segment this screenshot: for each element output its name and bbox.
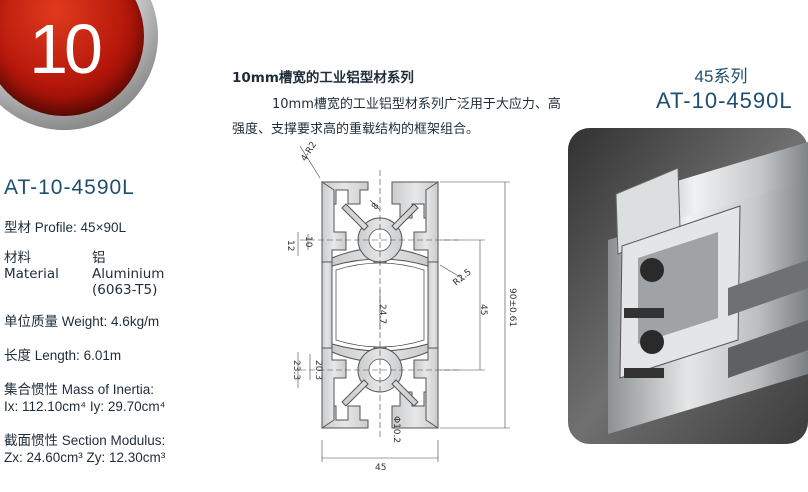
dim-23-3: 23.3 [291, 360, 301, 380]
dim-45-horizontal: 45 [375, 463, 386, 473]
dim-10-2: Φ10.2 [391, 416, 401, 443]
model-header: AT-10-4590L [656, 88, 793, 113]
inertia-label: 集合惯性 Mass of Inertia: [4, 382, 155, 397]
product-model: AT-10-4590L [4, 176, 135, 199]
dimension-lines [297, 145, 510, 462]
spec-weight: 单位质量 Weight: 4.6kg/m [4, 313, 159, 330]
dim-12: 12 [285, 240, 295, 251]
spec-length: 长度 Length: 6.01m [4, 347, 121, 364]
spec-profile: 型材 Profile: 45×90L [4, 219, 126, 236]
material-cn: 铝 [92, 250, 106, 266]
dim-45-vertical: 45 [478, 304, 488, 315]
weight-value: 4.6kg/m [111, 314, 160, 329]
badge-number: 10 [29, 10, 103, 88]
dim-r25: R2.5 [452, 267, 474, 288]
weight-label: 单位质量 Weight: [4, 314, 108, 329]
modulus-values: Zx: 24.60cm³ Zy: 12.30cm³ [4, 450, 166, 465]
dim-8: 8 [370, 201, 382, 212]
series-badge: 10 [0, 0, 158, 130]
dim-90: 90±0.61 [507, 288, 517, 327]
spec-inertia: 集合惯性 Mass of Inertia: Ix: 112.10cm⁴ Iy: … [4, 381, 165, 415]
dim-10: 10 [303, 236, 313, 248]
dim-r2: 4-R2 [300, 140, 320, 163]
badge-red-disc: 10 [0, 0, 144, 116]
material-en: Aluminium [92, 266, 165, 282]
material-grade: (6063-T5) [92, 282, 158, 298]
profile-photo [568, 128, 808, 444]
profile-label: 型材 Profile: [4, 220, 77, 235]
dim-24-7: 24.7 [377, 304, 387, 324]
series-title: 10mm槽宽的工业铝型材系列 [232, 70, 414, 86]
profile-cross-section-drawing: 4-R2 8 12 10 R2.5 24.7 45 90±0.61 20.3 2… [285, 140, 517, 473]
material-labels: 材料 Material [4, 250, 59, 282]
series-description: 10mm槽宽的工业铝型材系列广泛用于大应力、高强度、支撑要求高的重载结构的框架组… [232, 97, 561, 137]
length-label: 长度 Length: [4, 348, 80, 363]
series-label: 45系列 [694, 67, 748, 86]
dim-20-3: 20.3 [313, 360, 323, 380]
spec-modulus: 截面惯性 Section Modulus: Zx: 24.60cm³ Zy: 1… [4, 432, 165, 466]
profile-value: 45×90L [80, 220, 126, 235]
material-label-en: Material [4, 266, 59, 282]
inertia-values: Ix: 112.10cm⁴ Iy: 29.70cm⁴ [4, 399, 166, 414]
length-value: 6.01m [83, 348, 122, 363]
material-values: 铝 Aluminium (6063-T5) [92, 250, 164, 298]
material-label-cn: 材料 [4, 250, 31, 266]
modulus-label: 截面惯性 Section Modulus: [4, 433, 166, 448]
